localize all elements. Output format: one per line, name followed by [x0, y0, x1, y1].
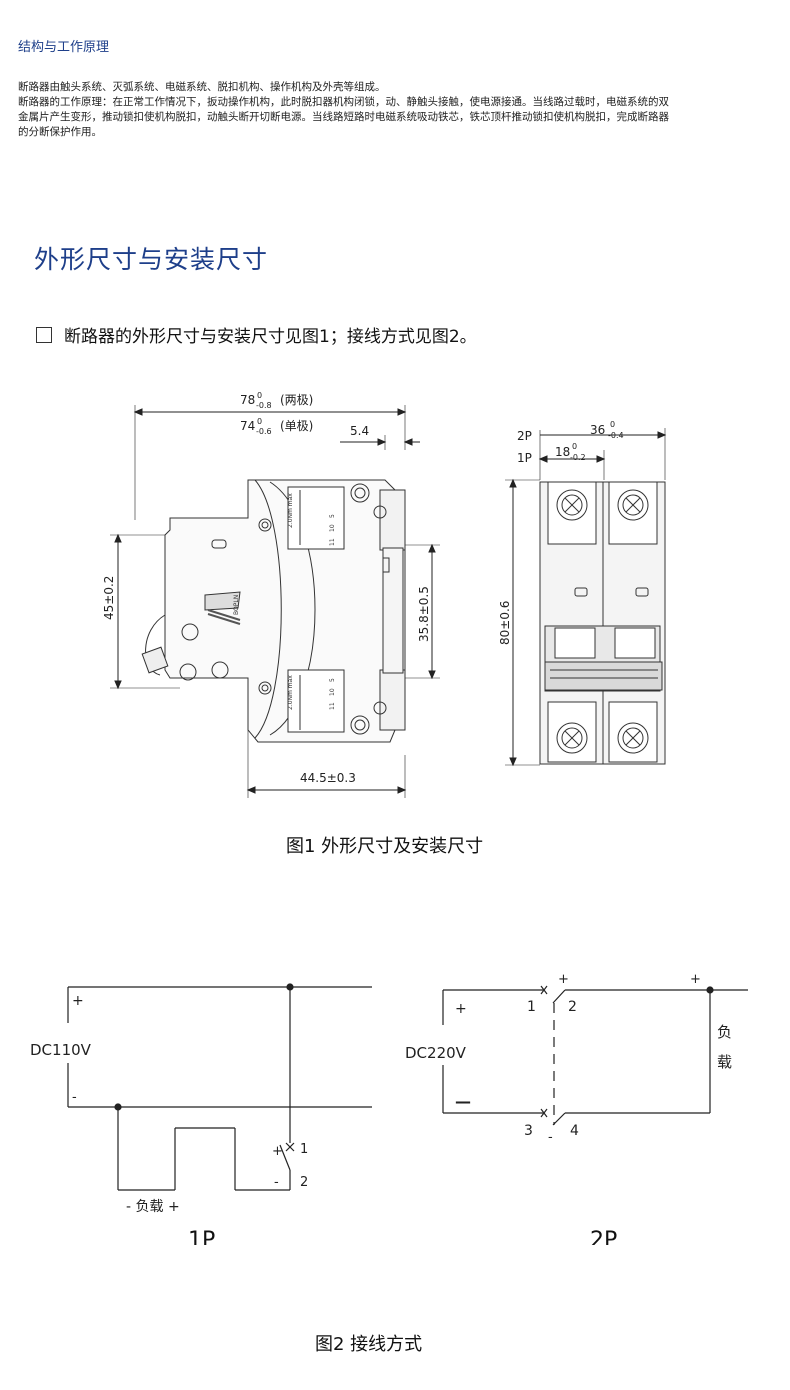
figure1-drawing: 78 0 -0.8 (两极) 74 0 -0.6 (单极) 5.4 45±0.2… — [102, 391, 667, 798]
p2-terminal-3: 3 — [524, 1123, 533, 1139]
figure2-caption: 图2 接线方式 — [315, 1334, 423, 1355]
p1-voltage: DC110V — [30, 1041, 92, 1059]
label-2p: 2P — [517, 429, 532, 443]
figure2-drawing: + DC110V - - 负载 + + 1 - 2 + DC220V — + +… — [30, 972, 748, 1245]
circuit-2p — [442, 985, 748, 1126]
dim-2p: 36 — [590, 423, 605, 437]
p2-minus: — — [455, 1092, 471, 1111]
dim-1p: 18 — [555, 445, 570, 459]
terminal-num: 5 — [329, 514, 336, 518]
circuit-1p — [67, 983, 372, 1191]
p1-plus: + — [72, 993, 84, 1009]
section-title-dimensions: 外形尺寸与安装尺寸 — [34, 245, 269, 274]
p1-switch-plus: + — [272, 1144, 283, 1159]
paragraph-principle-1: 断路器的工作原理：在正常工作情况下，扳动操作机构，此时脱扣器机构闭锁，动、静触头… — [18, 96, 669, 108]
dim-right: 35.8±0.5 — [417, 586, 431, 642]
dim-top-main-sup: 0 — [257, 391, 262, 400]
side-view-dimensions — [110, 405, 440, 798]
terminal-num: 10 — [329, 524, 336, 532]
paragraph-components: 断路器由触头系统、灭弧系统、电磁系统、脱扣机构、操作机构及外壳等组成。 — [18, 81, 386, 93]
dim-offset: 5.4 — [350, 424, 369, 438]
breaker-side-view — [141, 479, 406, 743]
paragraph-principle-2: 金属片产生变形，推动锁扣使机构脱扣，动触头断开切断电源。当线路短路时电磁系统吸动… — [18, 111, 669, 123]
section-title-structure: 结构与工作原理 — [18, 40, 110, 55]
dim-left: 45±0.2 — [102, 576, 116, 620]
p1-terminal-1: 1 — [300, 1142, 308, 1157]
terminal-label-bottom: 2.0Nm max — [287, 675, 294, 710]
p1-switch-minus: - — [274, 1175, 279, 1190]
dimension-note: 断路器的外形尺寸与安装尺寸见图1；接线方式见图2。 — [36, 322, 477, 347]
p2-load-1: 负 — [717, 1023, 732, 1041]
terminal-num: 5 — [329, 678, 336, 682]
p2-voltage: DC220V — [405, 1044, 467, 1062]
p2-terminal-4: 4 — [570, 1123, 579, 1139]
p2-bottom-minus: - — [548, 1130, 553, 1145]
dim-bottom: 44.5±0.3 — [300, 771, 356, 785]
checkbox-icon — [36, 326, 52, 343]
dim-2p-sup: 0 — [610, 420, 615, 429]
dim-top-main-sub: -0.8 — [256, 401, 272, 410]
p1-label: 1P — [188, 1228, 215, 1245]
p2-label: 2P — [590, 1228, 617, 1245]
p2-plus: + — [455, 1001, 467, 1017]
front-view-dimensions — [505, 428, 667, 767]
p1-load-label: - 负载 + — [126, 1199, 180, 1215]
p2-load-2: 载 — [717, 1053, 732, 1071]
dim-top-sec-sup: 0 — [257, 417, 262, 426]
paragraph-principle-3: 的分断保护作用。 — [18, 126, 102, 138]
terminal-num: 11 — [329, 702, 336, 710]
terminal-num: 11 — [329, 538, 336, 546]
terminal-label-top: 2.0Nm max — [287, 493, 294, 528]
p1-terminal-2: 2 — [300, 1175, 308, 1190]
p2-terminal-2: 2 — [568, 999, 577, 1015]
p1-minus: - — [72, 1090, 77, 1105]
dim-top-sec-note: (单极) — [280, 419, 313, 433]
dim-top-main-note: (两极) — [280, 393, 313, 407]
p2-top-plus: + — [558, 972, 569, 987]
brand-label: BOPLN — [233, 595, 240, 615]
p2-terminal-1: 1 — [527, 999, 536, 1015]
label-1p: 1P — [517, 451, 532, 465]
p2-right-plus: + — [690, 972, 701, 987]
figure1-caption: 图1 外形尺寸及安装尺寸 — [286, 836, 484, 857]
dim-1p-sub: -0.2 — [570, 453, 586, 462]
dim-top-sec: 74 — [240, 419, 255, 433]
dim-2p-sub: -0.4 — [608, 431, 624, 440]
dim-top-sec-sub: -0.6 — [256, 427, 272, 436]
dim-top-main: 78 — [240, 393, 255, 407]
terminal-num: 10 — [329, 688, 336, 696]
breaker-front-view — [539, 481, 666, 765]
dim-height: 80±0.6 — [498, 601, 512, 645]
dimension-note-text: 断路器的外形尺寸与安装尺寸见图1；接线方式见图2。 — [64, 327, 477, 347]
dim-1p-sup: 0 — [572, 442, 577, 451]
